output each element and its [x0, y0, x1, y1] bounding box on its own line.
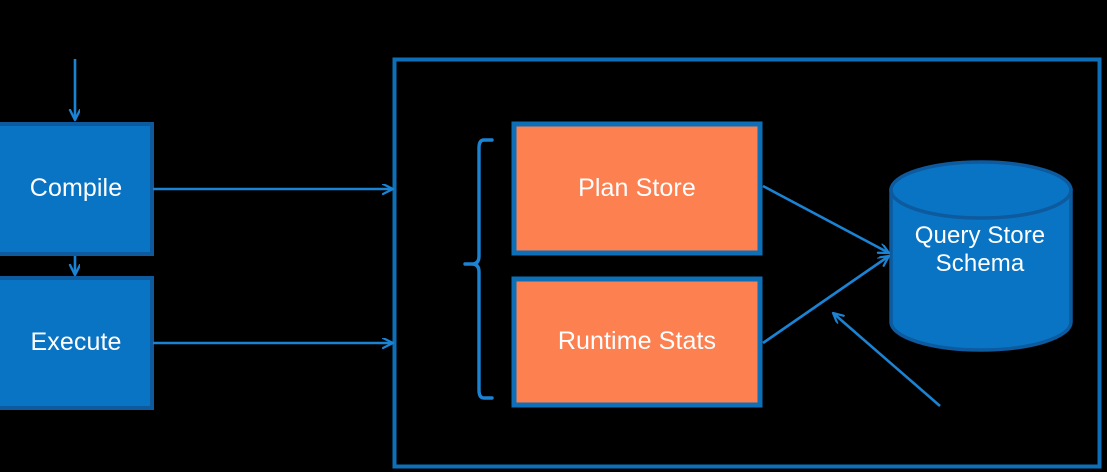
- compile-node[interactable]: [0, 122, 154, 256]
- execute-node[interactable]: [0, 276, 154, 410]
- execute-node-hit[interactable]: [0, 278, 152, 408]
- query-store-schema-node[interactable]: [889, 160, 1073, 352]
- arrow-external-to-schema: [833, 313, 941, 407]
- cylinder-body: [889, 188, 1073, 352]
- plan-store-node-hit[interactable]: [512, 122, 762, 255]
- cylinder-top: [889, 160, 1073, 220]
- grouping-brace: [463, 138, 494, 400]
- compile-node-hit[interactable]: [0, 124, 152, 254]
- arrow-plan-store-to-schema: [762, 184, 889, 255]
- runtime-stats-node-hit[interactable]: [512, 277, 762, 407]
- runtime-stats-node[interactable]: [511, 276, 763, 408]
- arrow-runtime-stats-to-schema: [762, 256, 889, 345]
- query-store-schema-node-hit[interactable]: [890, 162, 1071, 345]
- plan-store-node[interactable]: [511, 121, 763, 256]
- query-store-container-frame: [392, 57, 1102, 469]
